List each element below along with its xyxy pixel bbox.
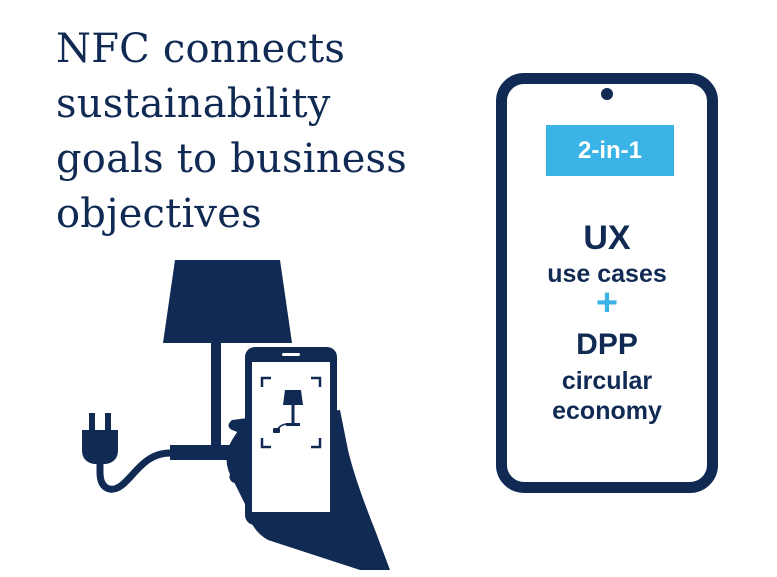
- plug-icon: [82, 413, 118, 464]
- smartphone-icon: [245, 347, 337, 525]
- ux-subtitle: use cases: [547, 260, 667, 288]
- hand-fingers: [227, 418, 248, 488]
- headline-line-4: objectives: [56, 191, 262, 237]
- headline-line-3: goals to business: [56, 136, 408, 182]
- ux-title: UX: [583, 219, 631, 257]
- mini-lamp-icon: [273, 390, 303, 433]
- headline-line-2: sustainability: [56, 81, 331, 127]
- two-in-one-badge: 2-in-1: [546, 125, 674, 176]
- lamp-cable: [96, 449, 176, 493]
- lamp-post: [211, 343, 221, 450]
- dpp-subtitle-line-2: economy: [552, 397, 662, 425]
- camera-notch-icon: [601, 88, 613, 100]
- dpp-title: DPP: [576, 328, 638, 361]
- plus-sign: +: [595, 282, 619, 324]
- lamp-shade-icon: [163, 260, 292, 343]
- headline-line-1: NFC connects: [56, 26, 346, 72]
- lamp-scan-illustration: [82, 260, 390, 570]
- dpp-subtitle-line-1: circular: [561, 367, 653, 395]
- smartphone-frame: 2-in-1 UX use cases + DPP circular econo…: [496, 73, 718, 493]
- headline: NFC connects sustainability goals to bus…: [56, 22, 476, 242]
- scan-frame-icon: [260, 376, 322, 449]
